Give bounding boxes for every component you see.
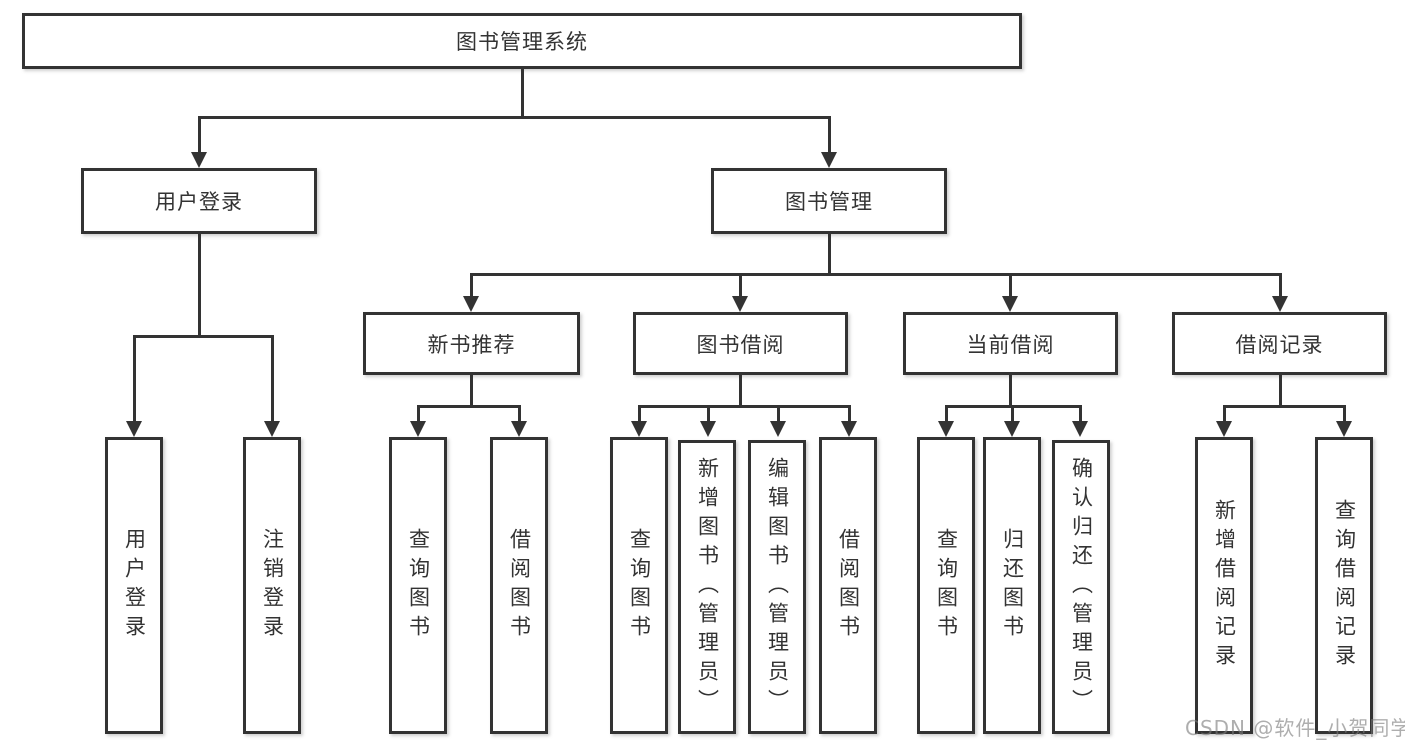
- connector-root-trunk: [521, 69, 524, 118]
- node-label: 新书推荐: [427, 332, 516, 357]
- arrowhead-groupB-2: [700, 421, 716, 437]
- connector-groupC-drop-1: [945, 405, 948, 423]
- arrowhead-groupA-2: [511, 421, 527, 437]
- leaf-logout: 注销登录: [243, 437, 301, 734]
- csdn-watermark: CSDN @软件_小贺同学: [1185, 716, 1405, 740]
- connector-level3-rail: [470, 273, 1282, 276]
- node-label: 借阅记录: [1235, 332, 1324, 357]
- connector-drop-current-borrow: [1009, 273, 1012, 298]
- connector-groupB-drop-2: [707, 405, 710, 423]
- arrowhead-borrow-records: [1272, 296, 1288, 312]
- node-book-borrowing: 图书借阅: [633, 312, 848, 375]
- leaf-borrow-books-a: 借阅图书: [490, 437, 548, 734]
- connector-groupA-drop-2: [518, 405, 521, 423]
- connector-drop-borrow-records: [1279, 273, 1282, 298]
- connector-level2-rail: [198, 116, 831, 119]
- arrowhead-groupC-2: [1004, 421, 1020, 437]
- arrowhead-current-borrow: [1002, 296, 1018, 312]
- connector-groupA-rail: [417, 405, 520, 408]
- arrowhead-logout-leaf: [264, 421, 280, 437]
- node-label: 图书借阅: [696, 332, 785, 357]
- connector-groupD-drop-1: [1223, 405, 1226, 423]
- connector-groupB-drop-4: [848, 405, 851, 423]
- leaf-add-borrow-record: 新增借阅记录: [1195, 437, 1253, 734]
- arrowhead-groupD-1: [1216, 421, 1232, 437]
- connector-groupD-drop-2: [1343, 405, 1346, 423]
- connector-groupD-trunk: [1279, 375, 1282, 407]
- connector-groupB-rail: [638, 405, 850, 408]
- arrowhead-new-books: [463, 296, 479, 312]
- node-label: 归还图书: [1000, 527, 1025, 644]
- connector-drop-login-leaf: [133, 335, 136, 423]
- arrowhead-user-login: [191, 152, 207, 168]
- leaf-return-books: 归还图书: [983, 437, 1041, 734]
- node-borrowing-records: 借阅记录: [1172, 312, 1387, 375]
- node-label: 新增借阅记录: [1212, 498, 1237, 673]
- leaf-query-books-a: 查询图书: [389, 437, 447, 734]
- node-label: 查询图书: [406, 527, 431, 644]
- node-label: 注销登录: [260, 527, 285, 644]
- connector-groupB-drop-1: [638, 405, 641, 423]
- node-label: 借阅图书: [507, 527, 532, 644]
- node-label: 新增图书（管理员）: [695, 456, 720, 718]
- leaf-edit-books-admin: 编辑图书（管理员）: [748, 440, 806, 734]
- node-label: 查询图书: [627, 527, 652, 644]
- connector-groupB-drop-3: [777, 405, 780, 423]
- arrowhead-groupA-1: [410, 421, 426, 437]
- node-label: 确认归还（管理员）: [1069, 456, 1094, 718]
- arrowhead-groupD-2: [1336, 421, 1352, 437]
- leaf-query-books-b: 查询图书: [610, 437, 668, 734]
- node-label: 图书管理系统: [456, 30, 588, 54]
- node-label: 用户登录: [155, 190, 243, 214]
- node-user-login: 用户登录: [81, 168, 317, 234]
- arrowhead-login-leaf: [126, 421, 142, 437]
- node-book-management: 图书管理: [711, 168, 947, 234]
- connector-groupD-rail: [1223, 405, 1345, 408]
- arrowhead-book-management: [821, 152, 837, 168]
- leaf-add-books-admin: 新增图书（管理员）: [678, 440, 736, 734]
- connector-groupA-trunk: [470, 375, 473, 407]
- node-label: 当前借阅: [966, 332, 1055, 357]
- node-label: 查询借阅记录: [1332, 498, 1357, 673]
- connector-book-management-trunk: [828, 234, 831, 276]
- leaf-confirm-return-admin: 确认归还（管理员）: [1052, 440, 1110, 734]
- connector-groupC-drop-3: [1079, 405, 1082, 423]
- arrowhead-groupC-3: [1072, 421, 1088, 437]
- arrowhead-groupB-4: [841, 421, 857, 437]
- arrowhead-groupB-1: [631, 421, 647, 437]
- connector-user-login-rail: [133, 335, 274, 338]
- node-label: 查询图书: [934, 527, 959, 644]
- connector-groupB-trunk: [739, 375, 742, 407]
- connector-drop-logout-leaf: [271, 335, 274, 423]
- connector-drop-new-books: [470, 273, 473, 298]
- connector-groupC-drop-2: [1011, 405, 1014, 423]
- connector-groupA-drop-1: [417, 405, 420, 423]
- connector-user-login-trunk: [198, 234, 201, 337]
- leaf-query-books-c: 查询图书: [917, 437, 975, 734]
- leaf-borrow-books-b: 借阅图书: [819, 437, 877, 734]
- node-label: 用户登录: [122, 527, 147, 644]
- arrowhead-groupC-1: [938, 421, 954, 437]
- node-label: 借阅图书: [836, 527, 861, 644]
- node-label: 图书管理: [785, 190, 873, 214]
- node-new-book-recommend: 新书推荐: [363, 312, 580, 375]
- connector-groupC-trunk: [1009, 375, 1012, 407]
- leaf-user-login: 用户登录: [105, 437, 163, 734]
- node-current-borrowing: 当前借阅: [903, 312, 1118, 375]
- connector-drop-book-borrow: [739, 273, 742, 298]
- leaf-query-borrow-record: 查询借阅记录: [1315, 437, 1373, 734]
- connector-drop-user-login: [198, 116, 201, 154]
- arrowhead-book-borrow: [732, 296, 748, 312]
- node-library-management-system: 图书管理系统: [22, 13, 1022, 69]
- arrowhead-groupB-3: [770, 421, 786, 437]
- node-label: 编辑图书（管理员）: [765, 456, 790, 718]
- connector-drop-book-management: [828, 116, 831, 154]
